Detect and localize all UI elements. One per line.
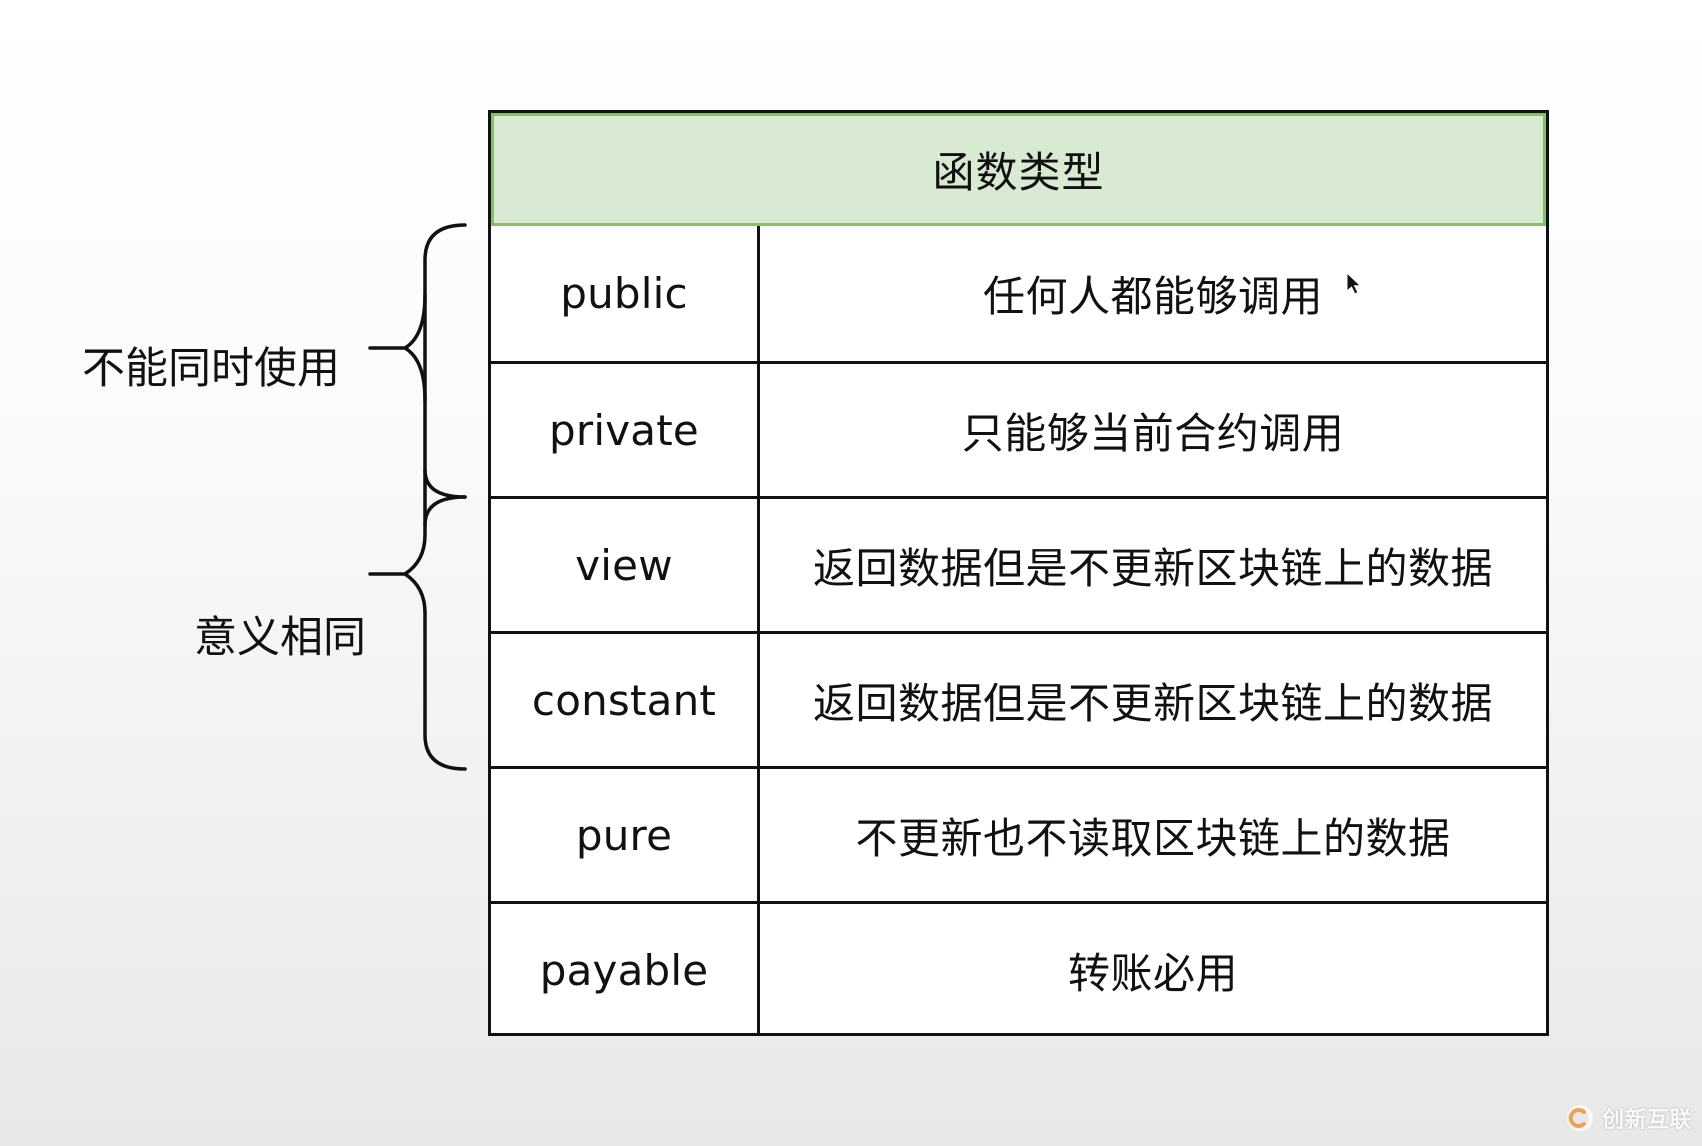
function-name-payable: payable — [539, 945, 709, 995]
function-description-public: 任何人都能够调用 — [982, 272, 1323, 321]
function-name-pure: pure — [575, 810, 673, 860]
function-description-cell: 任何人都能够调用 — [760, 226, 1546, 361]
function-name-public: public — [560, 269, 688, 318]
function-description-cell: 返回数据但是不更新区块链上的数据 — [760, 634, 1546, 766]
function-description-cell: 不更新也不读取区块链上的数据 — [760, 769, 1546, 901]
table-header: 函数类型 — [491, 113, 1546, 226]
function-name-cell: payable — [491, 904, 760, 1036]
function-name-view: view — [575, 540, 673, 590]
table-row-public: public 任何人都能够调用 — [491, 226, 1546, 361]
function-description-pure: 不更新也不读取区块链上的数据 — [855, 813, 1451, 863]
table-body: public 任何人都能够调用 private 只能够当前合约调用 view — [491, 226, 1546, 1036]
watermark-text: 创新互联 — [1601, 1108, 1692, 1133]
brace-connector — [368, 223, 467, 771]
table-row-pure: pure 不更新也不读取区块链上的数据 — [491, 766, 1546, 901]
function-name-cell: private — [491, 364, 760, 496]
function-name-private: private — [549, 405, 699, 455]
function-description-cell: 返回数据但是不更新区块链上的数据 — [760, 499, 1546, 631]
mouse-pointer-icon — [1346, 272, 1362, 295]
bottom-brace-label: 意义相同 — [194, 613, 366, 663]
watermark: 创新互联 — [1566, 1102, 1692, 1134]
table-row-constant: constant 返回数据但是不更新区块链上的数据 — [491, 631, 1546, 766]
function-name-constant: constant — [531, 675, 717, 725]
function-description-cell: 转账必用 — [760, 904, 1546, 1036]
brand-logo-icon — [1566, 1105, 1593, 1131]
table-row-private: private 只能够当前合约调用 — [491, 361, 1546, 496]
table-row-view: view 返回数据但是不更新区块链上的数据 — [491, 496, 1546, 631]
function-name-cell: view — [491, 499, 760, 631]
function-type-table: 函数类型 public 任何人都能够调用 private 只能够当前合约调用 — [488, 110, 1549, 1036]
table-header-label: 函数类型 — [932, 148, 1105, 197]
function-name-cell: public — [491, 226, 760, 361]
function-description-view: 返回数据但是不更新区块链上的数据 — [812, 543, 1493, 593]
top-brace-label: 不能同时使用 — [82, 344, 340, 394]
function-name-cell: pure — [491, 769, 760, 901]
function-description-private: 只能够当前合约调用 — [961, 408, 1345, 458]
function-name-cell: constant — [491, 634, 760, 766]
function-description-payable: 转账必用 — [1067, 948, 1238, 998]
table-row-payable: payable 转账必用 — [491, 901, 1546, 1036]
function-description-cell: 只能够当前合约调用 — [760, 364, 1546, 496]
function-description-constant: 返回数据但是不更新区块链上的数据 — [812, 678, 1493, 728]
